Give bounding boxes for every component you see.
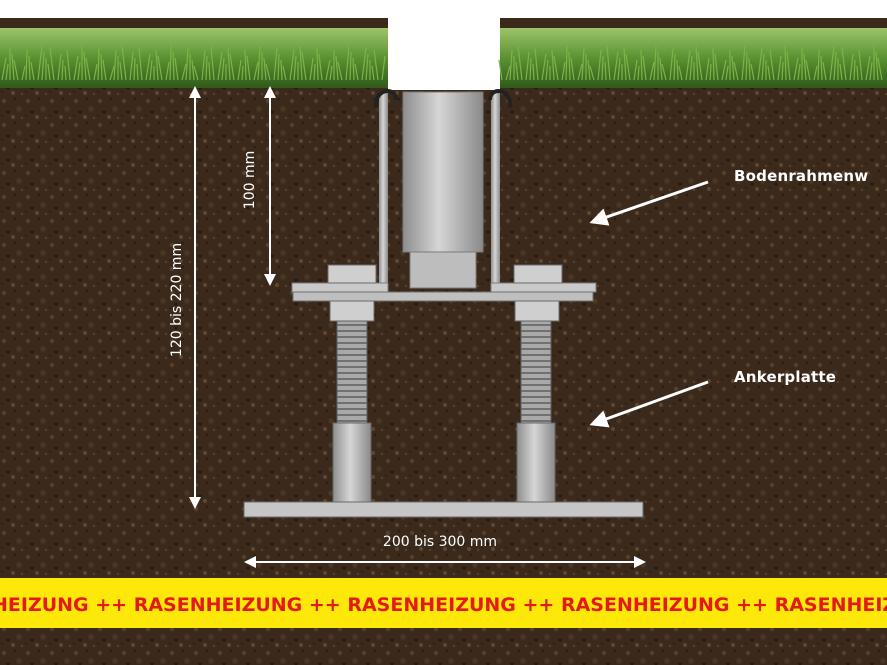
threaded-rod-right [520, 320, 552, 424]
sleeve-right [516, 422, 556, 503]
threaded-rod-left [336, 320, 368, 424]
center-post [402, 91, 484, 253]
nut-top-right [513, 264, 563, 284]
frame-wall-left [373, 89, 398, 288]
nut-low-right [514, 300, 560, 322]
grass-left [0, 28, 388, 88]
dim-text-120-220mm: 120 bis 220 mm [169, 243, 185, 357]
flange-left [291, 282, 389, 293]
frame-wall-right [488, 89, 513, 288]
dim-text-200-300mm: 200 bis 300 mm [383, 534, 497, 550]
anchor-label-arrow [589, 380, 709, 428]
banner-text: HEIZUNG ++ RASENHEIZUNG ++ RASENHEIZUNG … [0, 594, 887, 616]
nut-low-left [329, 300, 375, 322]
banner-strip [0, 578, 887, 628]
grass-right [498, 28, 887, 88]
sleeve-left [332, 422, 372, 503]
label-ankerplatte: Ankerplatte [734, 368, 836, 386]
center-post-base [409, 251, 477, 289]
dim-text-100mm: 100 mm [242, 151, 258, 209]
flange-right [490, 282, 597, 293]
label-bodenrahmenwand: Bodenrahmenw [734, 167, 868, 185]
anchor-plate-top [292, 291, 594, 302]
nut-top-left [327, 264, 377, 284]
frame-label-arrow [589, 180, 709, 226]
base-plate [243, 501, 644, 518]
